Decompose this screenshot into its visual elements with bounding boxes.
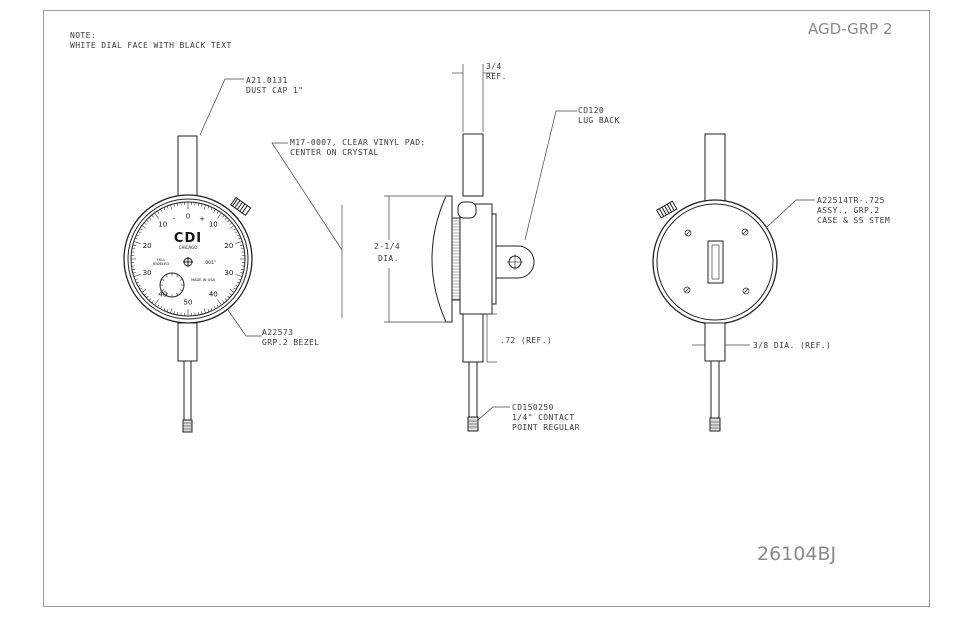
back-contact-point [710,418,720,431]
back-spindle [711,361,719,419]
stem-ref-value: 3/4 [486,62,502,72]
dust-cap-part: A21.0131 [246,76,288,86]
back-view [653,134,777,431]
vinyl-pad-leader [272,143,342,318]
side-lower-stem [463,314,483,362]
front-dust-cap [178,136,197,202]
bezel-desc: GRP.2 BEZEL [262,338,319,348]
dial-number: 20 [143,242,152,250]
case-assy-stem: CASE & SS STEM [817,216,890,226]
dial-resolution: .001" [204,260,216,266]
contact-point-desc: POINT REGULAR [512,423,580,433]
side-back [492,214,496,304]
front-lower-stem [178,323,197,361]
dial-plus-sign: + [199,215,205,223]
dia-label: DIA. [378,254,399,264]
dial-number: 50 [184,299,193,307]
side-bezel [446,196,452,322]
lug-back-desc: LUG BACK [578,116,620,126]
drawing-id: AGD-GRP 2 [808,20,893,38]
bezel-part: A22573 [262,328,293,338]
case-assy-desc: ASSY., GRP.2 [817,206,880,216]
front-spindle [184,361,191,421]
side-lock-nut [458,202,476,218]
side-case [460,204,492,314]
dial-number: 40 [209,290,218,298]
vinyl-pad-desc: CENTER ON CRYSTAL [290,148,379,158]
lug-back-part: CD120 [578,106,604,116]
dial-number: 40 [158,290,167,298]
dial-brand: CDI [174,231,202,246]
front-lock-nut [231,198,251,216]
note-title: NOTE: [70,31,96,41]
dial-made-in: MADE IN USA [191,278,216,282]
back-stem-slot [708,241,723,283]
note-text: WHITE DIAL FACE WITH BLACK TEXT [70,41,232,51]
back-lower-stem [705,323,725,361]
vinyl-pad-part: M17-0007, CLEAR VINYL PAD: [290,138,426,148]
stem-dia-ref: 3/8 DIA. (REF.) [753,341,831,351]
dial-number: 30 [143,269,152,277]
side-view [432,134,534,431]
contact-ref: .72 (REF.) [500,336,552,346]
dia-value: 2-1/4 [374,242,400,252]
case-assy-part: A22514TR-.725 [817,196,885,206]
side-knurl-band [452,218,460,300]
dial-number: 20 [224,242,233,250]
contact-point-size: 1/4" CONTACT [512,413,575,423]
dial-number: 30 [224,269,233,277]
dial-number: 10 [158,221,167,229]
contact-point-part: CD150250 [512,403,554,413]
part-number: 26104BJ [757,543,836,565]
side-crystal [432,196,446,322]
dial-city: CHICAGO [179,245,198,250]
dial-number: 10 [209,221,218,229]
side-spindle [469,362,477,418]
dial-jeweled-label: JEWELED [152,262,169,266]
front-view [124,136,252,432]
side-dust-cap [463,134,483,196]
dust-cap-desc: DUST CAP 1" [246,86,303,96]
stem-ref-label: REF. [486,72,507,82]
dial-number: 0 [186,213,190,221]
back-dust-cap [705,134,725,210]
